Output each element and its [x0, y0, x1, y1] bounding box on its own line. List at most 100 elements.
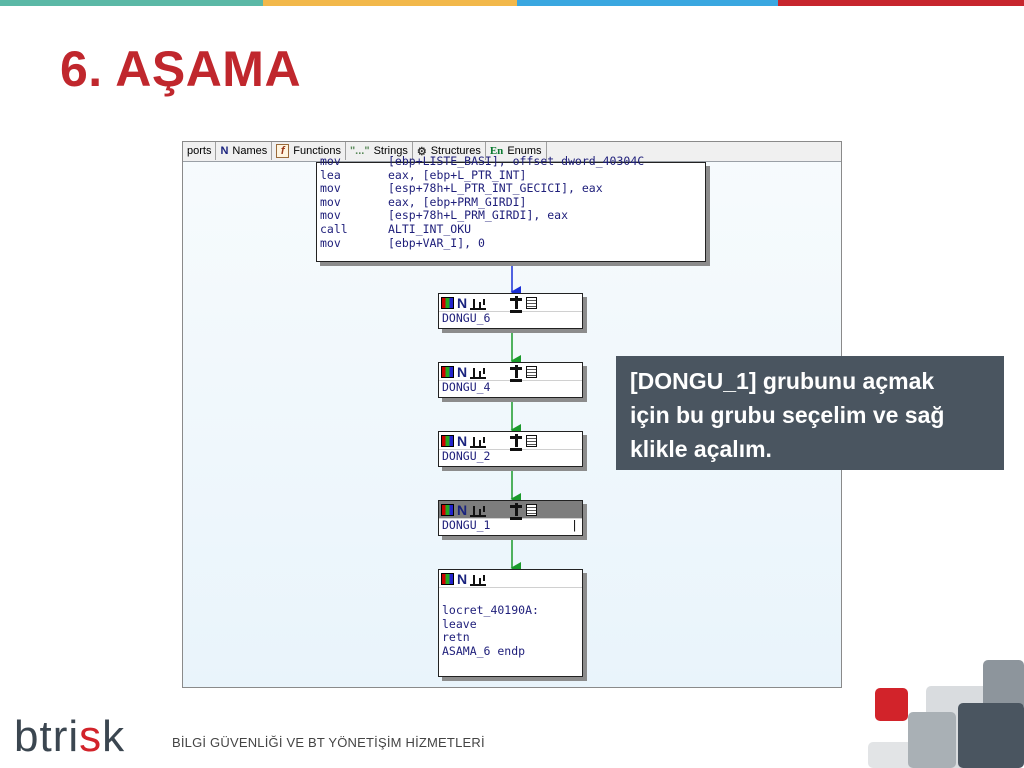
graph-node-dongu-2[interactable]: N DONGU_2: [438, 431, 583, 467]
document-icon[interactable]: [526, 434, 538, 447]
functions-icon: f: [276, 144, 290, 158]
decor-square-mid: [983, 660, 1024, 710]
graph-edges: [510, 262, 521, 574]
decor-square-gray: [908, 712, 956, 768]
node-label-text: DONGU_1: [442, 518, 491, 532]
text-cursor: |: [571, 518, 578, 532]
node-toolbar: N: [439, 501, 582, 520]
tab-label: Strings: [373, 145, 408, 157]
operand: [esp+78h+L_PTR_INT_GECICI], eax: [388, 181, 603, 196]
structures-icon: ⚙: [416, 145, 427, 158]
tab-label: Functions: [293, 145, 341, 157]
names-icon[interactable]: N: [457, 501, 468, 518]
tab-functions[interactable]: f Functions: [272, 142, 346, 160]
code-line: mov [esp+78h+L_PRM_GIRDI], eax: [317, 209, 705, 223]
code-line: mov [esp+78h+L_PTR_INT_GECICI], eax: [317, 182, 705, 196]
graph-node-locret[interactable]: N locret_40190A: leave retn ASAMA_6 endp: [438, 569, 583, 677]
document-icon[interactable]: [526, 365, 538, 378]
node-toolbar: N: [439, 363, 582, 382]
color-grid-icon[interactable]: [441, 296, 454, 309]
chart-icon[interactable]: [470, 572, 487, 586]
names-icon[interactable]: N: [457, 294, 468, 311]
operand: [ebp+LISTE_BASI], offset dword_40304C: [388, 154, 645, 168]
node-body: locret_40190A: leave retn ASAMA_6 endp: [439, 588, 582, 662]
node-toolbar: N: [439, 570, 582, 588]
operand: [ebp+VAR_I], 0: [388, 235, 485, 250]
mnemonic: mov: [320, 181, 341, 196]
code-line: locret_40190A:: [442, 603, 539, 617]
node-label: DONGU_1 |: [439, 518, 582, 535]
logo-text: btri: [14, 712, 80, 761]
code-line: leave: [442, 616, 477, 631]
graph-node-dongu-6[interactable]: N DONGU_6: [438, 293, 583, 329]
mnemonic: mov: [320, 208, 341, 223]
mnemonic: mov: [320, 235, 341, 250]
tree-icon[interactable]: [509, 503, 523, 520]
ida-tab-bar: ports N Names f Functions "..." Strings …: [183, 142, 841, 162]
operand: [esp+78h+L_PRM_GIRDI], eax: [388, 208, 569, 223]
mnemonic: lea: [320, 167, 341, 182]
logo-text-end: k: [102, 712, 126, 761]
top-color-strip: [0, 0, 1024, 6]
color-grid-icon[interactable]: [441, 572, 454, 585]
code-line: mov [ebp+VAR_I], 0: [317, 235, 705, 251]
decor-square-dark: [958, 703, 1024, 768]
tree-icon[interactable]: [509, 296, 523, 313]
callout-line: [DONGU_1] grubunu açmak: [630, 368, 935, 394]
document-icon[interactable]: [526, 296, 538, 309]
operand: ALTI_INT_OKU: [388, 221, 472, 236]
color-grid-icon[interactable]: [441, 434, 454, 447]
tab-names[interactable]: N Names: [216, 142, 273, 160]
mnemonic: mov: [320, 194, 341, 209]
graph-node-dongu-1[interactable]: N DONGU_1 |: [438, 500, 583, 536]
chart-icon[interactable]: [470, 365, 487, 379]
code-line: lea eax, [ebp+L_PTR_INT]: [317, 167, 705, 183]
tab-imports[interactable]: ports: [183, 142, 217, 160]
slide-title: 6. AŞAMA: [60, 41, 302, 97]
names-icon[interactable]: N: [457, 570, 468, 587]
code-line: retn: [442, 630, 470, 645]
document-icon[interactable]: [526, 503, 538, 516]
tab-label: Structures: [430, 145, 481, 157]
company-tagline: BİLGİ GÜVENLİĞİ VE BT YÖNETİŞİM HİZMETLE…: [172, 735, 485, 750]
tab-label: Names: [232, 145, 268, 157]
color-grid-icon[interactable]: [441, 503, 454, 516]
chart-icon[interactable]: [470, 296, 487, 310]
tab-label: ports: [187, 145, 212, 157]
mnemonic: mov: [320, 154, 341, 168]
operand: eax, [ebp+L_PTR_INT]: [388, 167, 527, 182]
tree-icon[interactable]: [509, 365, 523, 382]
mnemonic: call: [320, 221, 348, 236]
tab-label: Enums: [507, 145, 542, 157]
code-line: mov eax, [ebp+PRM_GIRDI]: [317, 194, 705, 210]
node-toolbar: N: [439, 294, 582, 313]
tab-enums[interactable]: En Enums: [486, 142, 547, 160]
node-label: DONGU_2: [442, 449, 491, 463]
tab-strings[interactable]: "..." Strings: [346, 142, 413, 160]
code-line: mov [ebp+LISTE_BASI], offset dword_40304C: [317, 154, 705, 169]
tree-icon[interactable]: [509, 434, 523, 451]
node-toolbar: N: [439, 432, 582, 451]
operand: eax, [ebp+PRM_GIRDI]: [388, 194, 527, 209]
graph-node-dongu-4[interactable]: N DONGU_4: [438, 362, 583, 398]
code-line: call ALTI_INT_OKU: [317, 221, 705, 237]
instruction-callout: [DONGU_1] grubunu açmak için bu grubu se…: [616, 356, 1004, 470]
names-icon: N: [220, 145, 229, 157]
code-block[interactable]: mov [ebp+LISTE_BASI], offset dword_40304C…: [316, 154, 706, 262]
names-icon[interactable]: N: [457, 432, 468, 449]
node-label: DONGU_4: [442, 380, 491, 394]
callout-line: klikle açalım.: [630, 436, 772, 462]
callout-line: için bu grubu seçelim ve sağ: [630, 402, 945, 428]
node-label: DONGU_6: [442, 311, 491, 325]
strings-icon: "...": [349, 145, 370, 157]
color-grid-icon[interactable]: [441, 365, 454, 378]
tab-structures[interactable]: ⚙ Structures: [413, 142, 486, 160]
chart-icon[interactable]: [470, 434, 487, 448]
chart-icon[interactable]: [470, 503, 487, 517]
enums-icon: En: [489, 145, 504, 157]
names-icon[interactable]: N: [457, 363, 468, 380]
code-line: ASAMA_6 endp: [442, 643, 526, 658]
decor-square-red: [875, 688, 908, 721]
btrisk-logo: btrisk: [14, 715, 125, 759]
logo-text-accent: s: [79, 712, 103, 761]
